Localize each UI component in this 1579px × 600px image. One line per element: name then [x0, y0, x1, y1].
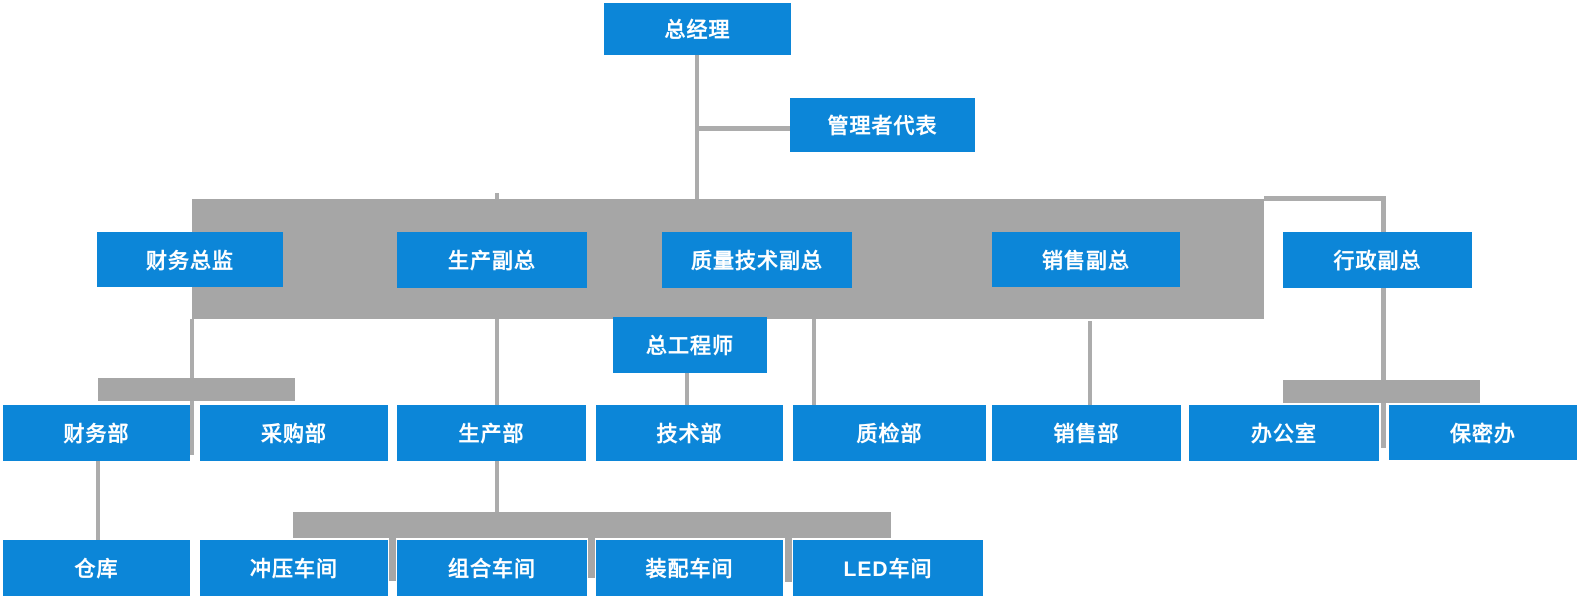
node-production-vp: 生产副总 — [397, 232, 587, 288]
node-qc-dept-label: 质检部 — [856, 423, 923, 446]
node-tech-dept: 技术部 — [596, 405, 783, 461]
node-qc-dept: 质检部 — [793, 405, 986, 461]
node-management-representative-label: 管理者代表 — [827, 115, 938, 138]
node-office: 办公室 — [1189, 405, 1379, 461]
node-quality-tech-vp-label: 质量技术副总 — [691, 250, 823, 273]
node-chief-engineer-label: 总工程师 — [646, 335, 734, 358]
node-warehouse: 仓库 — [3, 540, 190, 596]
node-office-label: 办公室 — [1251, 423, 1317, 446]
node-general-manager: 总经理 — [604, 3, 791, 55]
connector-rep-branch — [695, 126, 790, 131]
node-warehouse-label: 仓库 — [74, 558, 119, 581]
finance-children-bar — [98, 378, 295, 401]
node-security-office-label: 保密办 — [1450, 422, 1516, 446]
node-tech-dept-label: 技术部 — [656, 423, 723, 446]
connector-chief-engineer-drop — [685, 373, 689, 405]
node-production-dept-label: 生产部 — [458, 423, 525, 446]
node-finance-director: 财务总监 — [97, 232, 283, 287]
connector-warehouse-drop — [96, 461, 100, 540]
node-chief-engineer: 总工程师 — [613, 317, 767, 373]
node-led-workshop-label: LED车间 — [843, 558, 933, 581]
node-management-representative: 管理者代表 — [790, 98, 975, 152]
workshop-gap-strip-2 — [588, 538, 595, 578]
node-led-workshop: LED车间 — [793, 540, 983, 596]
node-fitting-workshop-label: 装配车间 — [645, 558, 734, 581]
connector-admin-elbow-v — [1381, 196, 1386, 448]
node-sales-dept: 销售部 — [992, 405, 1181, 461]
node-finance-dept-label: 财务部 — [63, 423, 130, 446]
node-production-vp-label: 生产副总 — [448, 250, 536, 273]
connector-admin-elbow-h — [1264, 196, 1386, 201]
connector-production-dept-drop — [495, 461, 499, 512]
node-combining-workshop-label: 组合车间 — [448, 558, 536, 581]
workshop-gap-strip-3 — [785, 538, 792, 582]
node-sales-vp: 销售副总 — [992, 232, 1180, 287]
connector-qc-drop — [812, 319, 816, 405]
node-security-office: 保密办 — [1389, 405, 1577, 460]
admin-children-bar — [1283, 380, 1480, 403]
node-finance-director-label: 财务总监 — [146, 249, 234, 273]
node-fitting-workshop: 装配车间 — [596, 540, 783, 596]
node-sales-vp-label: 销售副总 — [1042, 249, 1130, 273]
node-admin-vp: 行政副总 — [1283, 232, 1472, 288]
workshop-gap-strip-1 — [389, 538, 396, 581]
connector-sales-drop — [1088, 321, 1092, 405]
node-quality-tech-vp: 质量技术副总 — [662, 232, 852, 288]
node-stamping-workshop: 冲压车间 — [200, 540, 388, 596]
node-admin-vp-label: 行政副总 — [1333, 250, 1422, 273]
node-general-manager-label: 总经理 — [664, 19, 731, 42]
workshop-children-bar — [293, 512, 891, 538]
node-production-dept: 生产部 — [397, 405, 586, 461]
node-purchasing-dept: 采购部 — [200, 405, 388, 461]
node-finance-dept: 财务部 — [3, 405, 190, 461]
node-stamping-workshop-label: 冲压车间 — [250, 558, 338, 581]
node-combining-workshop: 组合车间 — [397, 540, 587, 596]
node-sales-dept-label: 销售部 — [1053, 423, 1120, 446]
node-purchasing-dept-label: 采购部 — [261, 423, 327, 446]
